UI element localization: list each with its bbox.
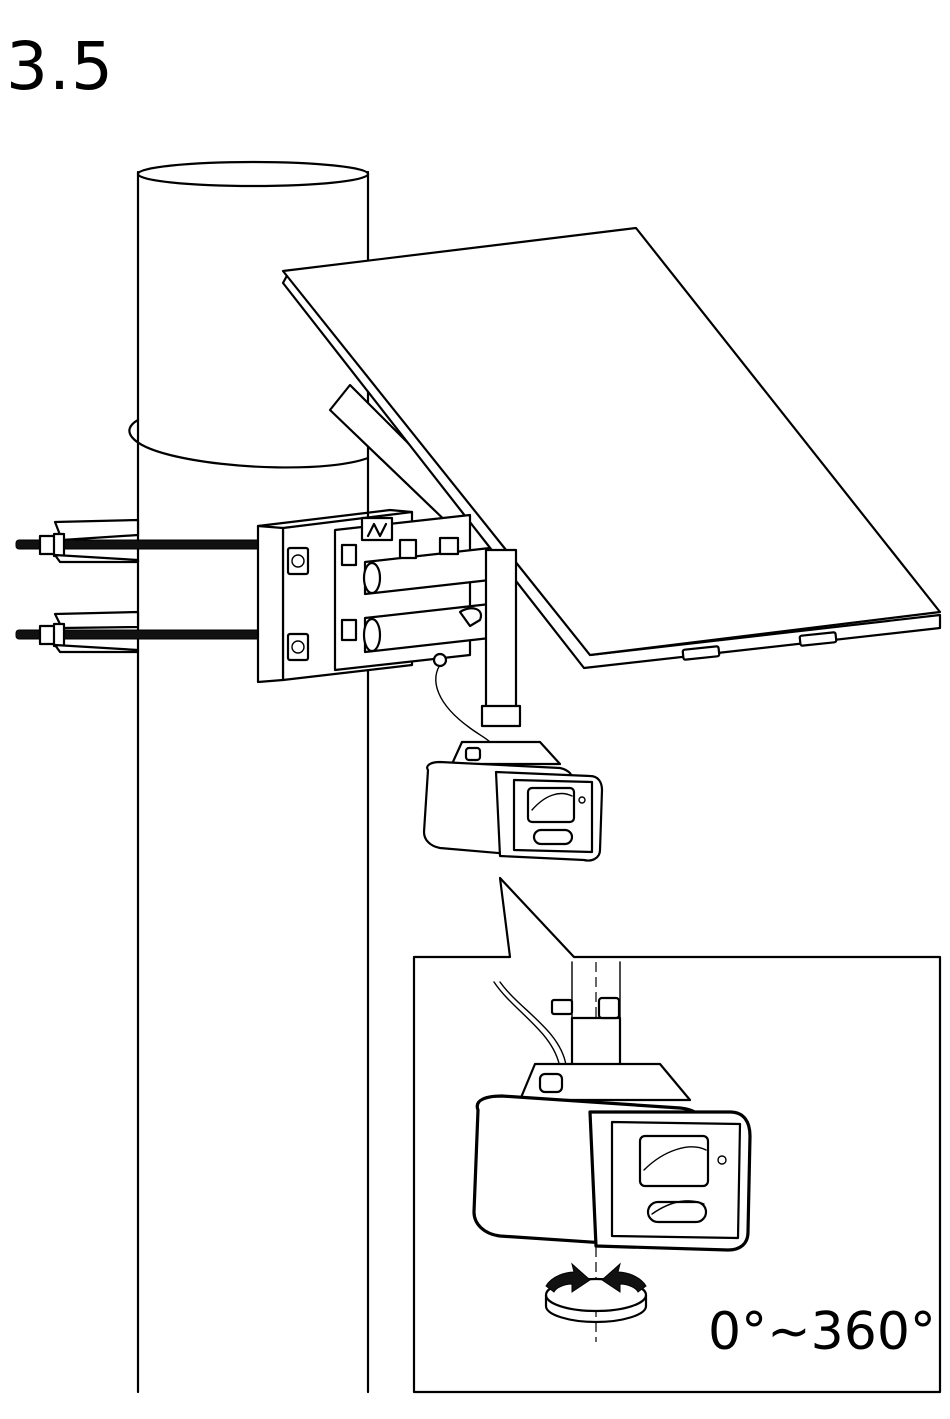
threaded-rods <box>16 520 286 652</box>
rotation-range-label: 0°~360° <box>708 1306 936 1358</box>
bullet-camera <box>424 742 602 861</box>
mount-bracket <box>258 510 520 742</box>
